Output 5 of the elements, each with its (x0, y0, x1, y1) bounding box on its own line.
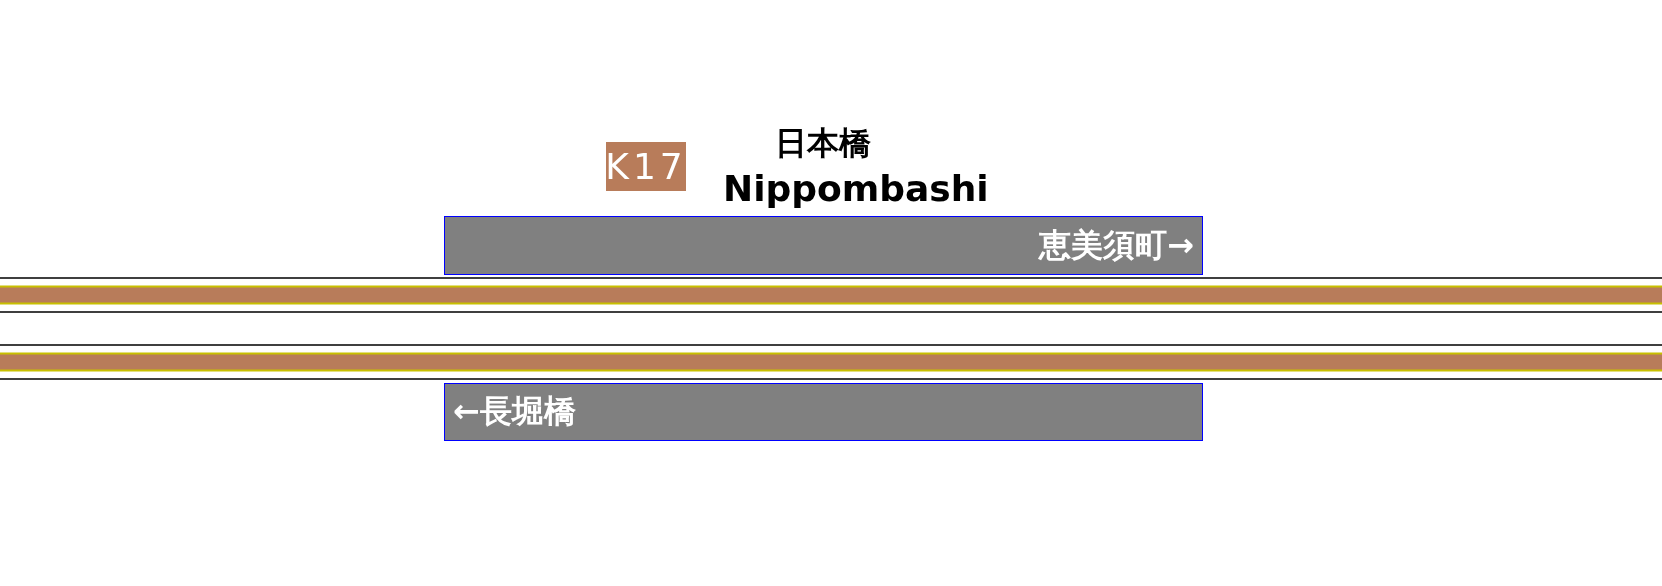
direction-sign: 恵美須町→ (444, 216, 1203, 275)
station-number-badge: K17 (606, 142, 686, 191)
direction-sign: ←長堀橋 (444, 383, 1203, 441)
station-name: Nippombashi (723, 168, 989, 209)
station-name: 日本橋 (775, 124, 871, 162)
